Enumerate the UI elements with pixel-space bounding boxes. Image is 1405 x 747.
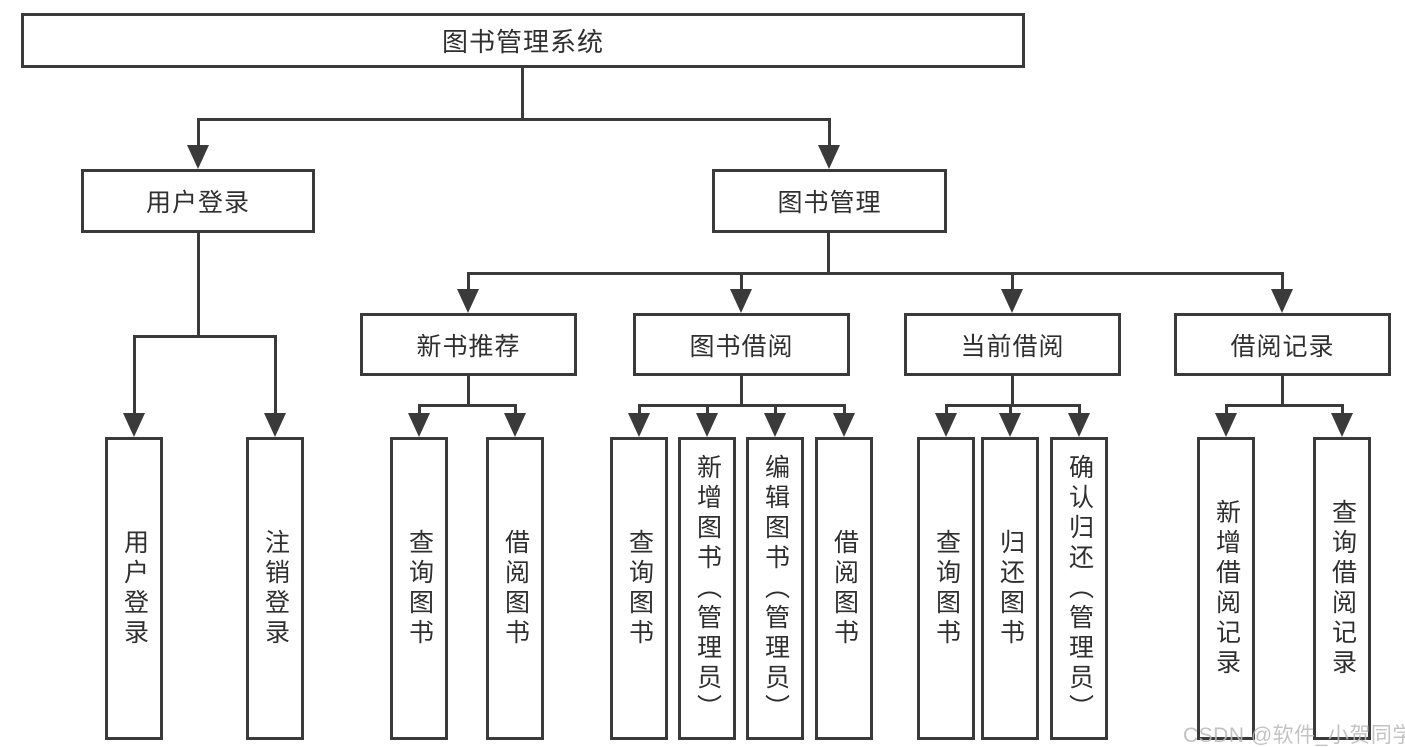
leaf-add-borrow-record-label: 新增借阅记录 bbox=[1212, 498, 1241, 679]
connector-drop-g4-3 bbox=[1078, 404, 1081, 415]
node-library-system: 图书管理系统 bbox=[21, 13, 1025, 68]
leaf-edit-book-admin: 编辑图书（管理员） bbox=[746, 437, 804, 740]
arrow-leaf-user-login bbox=[123, 413, 145, 437]
arrow-borrow-records bbox=[1271, 289, 1293, 313]
arrow-new-book bbox=[457, 289, 479, 313]
connector-drop-g3-3 bbox=[774, 404, 777, 415]
leaf-logout-label: 注销登录 bbox=[261, 528, 290, 649]
connector-drop-g5-1 bbox=[1225, 404, 1228, 415]
leaf-query-books-current: 查询图书 bbox=[917, 437, 975, 740]
leaf-user-login: 用户登录 bbox=[105, 437, 163, 740]
connector-borrow-records-rail bbox=[1225, 404, 1343, 407]
leaf-query-books-current-label: 查询图书 bbox=[932, 528, 961, 649]
arrow-g4-2 bbox=[999, 413, 1021, 437]
node-new-book-recommend: 新书推荐 bbox=[360, 313, 577, 376]
leaf-logout: 注销登录 bbox=[246, 437, 304, 740]
leaf-return-books-label: 归还图书 bbox=[996, 528, 1025, 649]
connector-drop-g3-2 bbox=[706, 404, 709, 415]
arrow-user-login bbox=[187, 145, 209, 169]
leaf-user-login-label: 用户登录 bbox=[120, 528, 149, 649]
connector-drop-g5-2 bbox=[1341, 404, 1344, 415]
leaf-return-books: 归还图书 bbox=[981, 437, 1039, 740]
arrow-book-borrow bbox=[730, 289, 752, 313]
connector-book-management-stem bbox=[827, 233, 830, 273]
connector-book-borrow-rail bbox=[638, 404, 845, 407]
leaf-edit-book-admin-label: 编辑图书（管理员） bbox=[761, 453, 790, 724]
connector-new-book-rail bbox=[418, 404, 516, 407]
leaf-query-books-recommend-label: 查询图书 bbox=[405, 528, 434, 649]
arrow-g3-2 bbox=[696, 413, 718, 437]
leaf-borrow-books-recommend: 借阅图书 bbox=[486, 437, 544, 740]
arrow-g5-2 bbox=[1331, 413, 1353, 437]
connector-drop-book-borrow bbox=[740, 272, 743, 291]
arrow-book-management bbox=[818, 145, 840, 169]
leaf-borrow-books-label: 借阅图书 bbox=[830, 528, 859, 649]
connector-drop-user-login bbox=[197, 118, 200, 147]
arrow-leaf-logout bbox=[264, 413, 286, 437]
arrow-current-borrow bbox=[1001, 289, 1023, 313]
leaf-query-borrow-record: 查询借阅记录 bbox=[1313, 437, 1371, 740]
node-book-borrow: 图书借阅 bbox=[633, 313, 850, 376]
connector-user-login-stem bbox=[197, 233, 200, 336]
connector-drop-g2-2 bbox=[514, 404, 517, 415]
connector-drop-leaf-logout bbox=[274, 335, 277, 414]
arrow-g2-1 bbox=[408, 413, 430, 437]
node-book-management: 图书管理 bbox=[712, 169, 947, 233]
connector-root-stem bbox=[521, 68, 524, 119]
connector-current-borrow-rail bbox=[945, 404, 1080, 407]
leaf-add-book-admin: 新增图书（管理员） bbox=[678, 437, 736, 740]
csdn-watermark: CSDN @软件_小贺同学 bbox=[1183, 724, 1405, 747]
arrow-g3-4 bbox=[833, 413, 855, 437]
leaf-query-books-recommend: 查询图书 bbox=[390, 437, 448, 740]
connector-current-borrow-stem bbox=[1011, 376, 1014, 405]
leaf-borrow-books-recommend-label: 借阅图书 bbox=[501, 528, 530, 649]
connector-drop-g4-1 bbox=[945, 404, 948, 415]
arrow-g2-2 bbox=[504, 413, 526, 437]
node-user-login: 用户登录 bbox=[81, 169, 315, 233]
leaf-query-borrow-record-label: 查询借阅记录 bbox=[1328, 498, 1357, 679]
node-current-borrow: 当前借阅 bbox=[904, 313, 1121, 376]
connector-drop-g3-4 bbox=[843, 404, 846, 415]
arrow-g3-1 bbox=[628, 413, 650, 437]
connector-drop-current-borrow bbox=[1011, 272, 1014, 291]
leaf-query-books-borrow-label: 查询图书 bbox=[625, 528, 654, 649]
connector-drop-g2-1 bbox=[418, 404, 421, 415]
arrow-g4-3 bbox=[1068, 413, 1090, 437]
node-borrow-records: 借阅记录 bbox=[1174, 313, 1391, 376]
arrow-g5-1 bbox=[1215, 413, 1237, 437]
connector-drop-new-book bbox=[467, 272, 470, 291]
connector-new-book-stem bbox=[467, 376, 470, 405]
arrow-g3-3 bbox=[764, 413, 786, 437]
connector-drop-borrow-records bbox=[1281, 272, 1284, 291]
connector-drop-book-management bbox=[828, 118, 831, 147]
connector-book-management-rail bbox=[467, 272, 1284, 275]
connector-borrow-records-stem bbox=[1281, 376, 1284, 405]
leaf-add-book-admin-label: 新增图书（管理员） bbox=[693, 453, 722, 724]
connector-drop-g3-1 bbox=[638, 404, 641, 415]
leaf-query-books-borrow: 查询图书 bbox=[610, 437, 668, 740]
connector-root-rail bbox=[197, 118, 831, 121]
leaf-borrow-books: 借阅图书 bbox=[815, 437, 873, 740]
connector-user-login-rail bbox=[133, 335, 277, 338]
leaf-confirm-return-admin-label: 确认归还（管理员） bbox=[1065, 453, 1094, 724]
leaf-confirm-return-admin: 确认归还（管理员） bbox=[1050, 437, 1108, 740]
connector-drop-leaf-user-login bbox=[133, 335, 136, 414]
arrow-g4-1 bbox=[935, 413, 957, 437]
connector-drop-g4-2 bbox=[1009, 404, 1012, 415]
connector-book-borrow-stem bbox=[740, 376, 743, 405]
leaf-add-borrow-record: 新增借阅记录 bbox=[1197, 437, 1255, 740]
